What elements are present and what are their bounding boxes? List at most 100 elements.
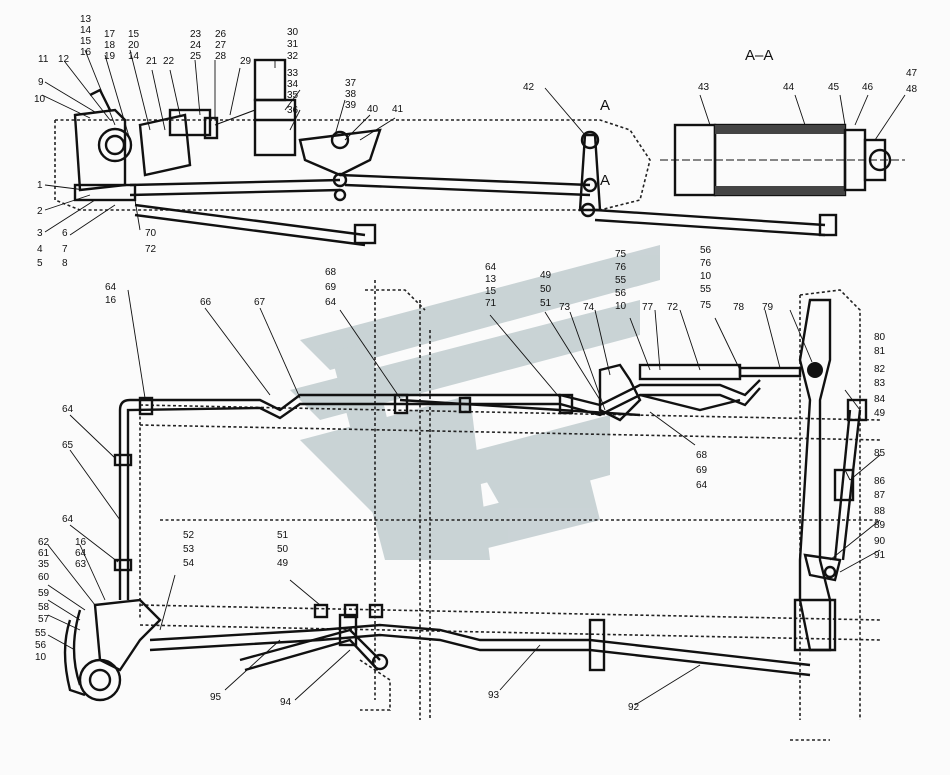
part-label: 12 bbox=[58, 54, 70, 65]
part-label: 76 bbox=[700, 258, 712, 269]
section-mark-a-top: A bbox=[600, 97, 610, 114]
part-label: 84 bbox=[874, 394, 886, 405]
label-group-86-87: 86 87 bbox=[874, 476, 886, 501]
bottom-assembly bbox=[63, 280, 881, 741]
part-label: 51 bbox=[540, 298, 552, 309]
part-label: 32 bbox=[287, 51, 299, 62]
part-label: 40 bbox=[367, 104, 379, 115]
leader-lines bbox=[41, 49, 906, 706]
part-label: 16 bbox=[80, 47, 92, 58]
label-group-56-75: 56 76 10 55 75 bbox=[700, 245, 712, 311]
label-group-56-10: 56 10 bbox=[35, 640, 47, 663]
part-label: 10 bbox=[34, 94, 46, 105]
part-label: 65 bbox=[62, 440, 74, 451]
label-group-88-89: 88 89 bbox=[874, 506, 886, 531]
part-label: 68 bbox=[696, 450, 708, 461]
part-label: 62 bbox=[38, 537, 50, 548]
label-group-82-83: 82 83 bbox=[874, 364, 886, 389]
part-label: 21 bbox=[146, 56, 158, 67]
part-label: 57 bbox=[38, 614, 50, 625]
part-label: 16 bbox=[105, 295, 117, 306]
part-label: 56 bbox=[615, 288, 627, 299]
part-label: 8 bbox=[62, 258, 68, 269]
part-label: 22 bbox=[163, 56, 175, 67]
part-label: 4 bbox=[37, 244, 43, 255]
part-label: 24 bbox=[190, 40, 202, 51]
label-group-80-81: 80 81 bbox=[874, 332, 886, 357]
label-group-47-48: 47 48 bbox=[906, 68, 918, 95]
part-label: 64 bbox=[75, 548, 87, 559]
part-label: 63 bbox=[75, 559, 87, 570]
label-group-9-10: 9 10 bbox=[34, 77, 46, 105]
part-label: 35 bbox=[38, 559, 50, 570]
part-label: 76 bbox=[615, 262, 627, 273]
label-group-90-91: 90 91 bbox=[874, 536, 886, 561]
label-group-51-49: 51 50 49 bbox=[277, 530, 289, 569]
part-label: 59 bbox=[38, 588, 50, 599]
part-label: 61 bbox=[38, 548, 50, 559]
label-group-64-16: 64 16 bbox=[105, 282, 117, 306]
part-label: 55 bbox=[35, 628, 47, 639]
part-label: 7 bbox=[62, 244, 68, 255]
part-label: 74 bbox=[583, 302, 595, 313]
part-label: 64 bbox=[485, 262, 497, 273]
label-group-15-20-14: 15 20 14 bbox=[128, 29, 140, 62]
part-label: 58 bbox=[38, 602, 50, 613]
label-group-49-51: 49 50 51 bbox=[540, 270, 552, 309]
part-label: 15 bbox=[485, 286, 497, 297]
label-group-64-13-15-71: 64 13 15 71 bbox=[485, 262, 497, 309]
part-label: 64 bbox=[696, 480, 708, 491]
watermark-logo bbox=[290, 245, 660, 560]
part-label: 70 bbox=[145, 228, 157, 239]
label-group-30-32: 30 31 32 bbox=[287, 27, 299, 62]
label-group-33-35: 33 34 35 bbox=[287, 68, 299, 101]
part-label: 19 bbox=[104, 51, 116, 62]
part-label: 39 bbox=[345, 100, 357, 111]
part-label: 13 bbox=[80, 14, 92, 25]
top-assembly bbox=[54, 58, 905, 247]
part-label: 13 bbox=[485, 274, 497, 285]
part-label: 86 bbox=[874, 476, 886, 487]
part-label: 34 bbox=[287, 79, 299, 90]
part-label: 88 bbox=[874, 506, 886, 517]
part-label: 18 bbox=[104, 40, 116, 51]
part-label: 14 bbox=[128, 51, 140, 62]
part-label: 26 bbox=[215, 29, 227, 40]
part-label: 15 bbox=[128, 29, 140, 40]
part-label: 25 bbox=[190, 51, 202, 62]
section-title: A–A bbox=[745, 47, 773, 64]
label-group-17-19: 17 18 19 bbox=[104, 29, 116, 62]
part-label: 20 bbox=[128, 40, 140, 51]
label-group-70-72: 70 72 bbox=[145, 228, 157, 255]
part-label: 46 bbox=[862, 82, 874, 93]
label-group-75-10: 75 76 55 56 10 bbox=[615, 249, 627, 312]
part-label: 95 bbox=[210, 692, 222, 703]
part-label: 5 bbox=[37, 258, 43, 269]
part-label: 10 bbox=[615, 301, 627, 312]
label-group-62-61-35: 62 61 35 bbox=[38, 537, 50, 570]
part-label: 75 bbox=[615, 249, 627, 260]
part-label: 10 bbox=[700, 271, 712, 282]
part-label: 72 bbox=[145, 244, 157, 255]
part-label: 71 bbox=[485, 298, 497, 309]
part-label: 11 bbox=[38, 54, 49, 65]
part-label: 28 bbox=[215, 51, 227, 62]
part-label: 77 bbox=[642, 302, 654, 313]
part-label: 27 bbox=[215, 40, 227, 51]
part-label: 90 bbox=[874, 536, 886, 547]
part-label: 64 bbox=[325, 297, 337, 308]
part-label: 31 bbox=[287, 39, 299, 50]
part-label: 29 bbox=[240, 56, 252, 67]
part-label: 68 bbox=[325, 267, 337, 278]
part-label: 89 bbox=[874, 520, 886, 531]
part-label: 41 bbox=[392, 104, 404, 115]
part-label: 37 bbox=[345, 78, 357, 89]
label-group-52-54: 52 53 54 bbox=[183, 530, 195, 569]
label-group-13-16: 13 14 15 16 bbox=[80, 14, 92, 58]
part-label: 10 bbox=[35, 652, 47, 663]
part-label: 47 bbox=[906, 68, 918, 79]
part-label: 43 bbox=[698, 82, 710, 93]
part-label: 44 bbox=[783, 82, 795, 93]
part-label: 66 bbox=[200, 297, 212, 308]
